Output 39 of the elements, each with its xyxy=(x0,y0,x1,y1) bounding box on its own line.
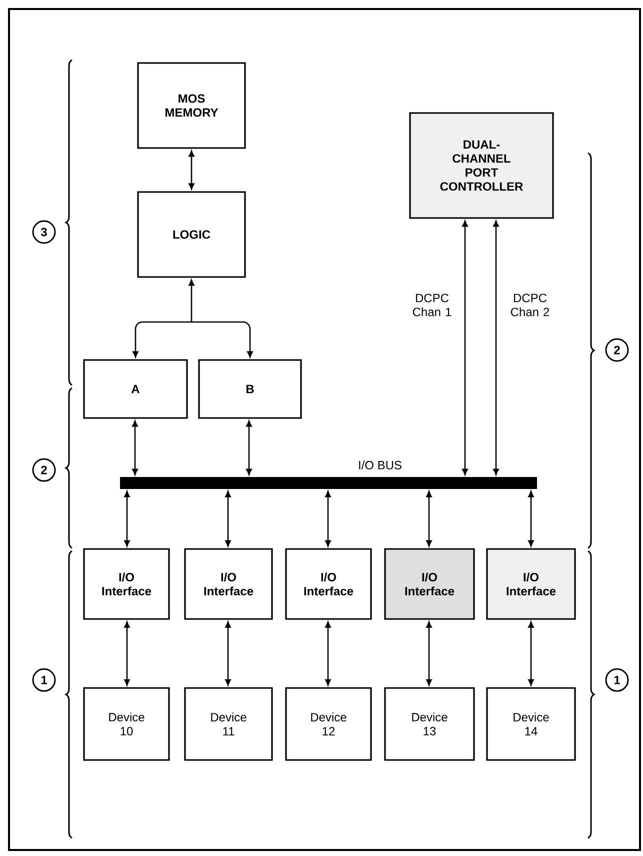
process-box: DUAL-CHANNEL PORT CONTROLLER xyxy=(409,112,554,219)
process-box: Device 11 xyxy=(184,687,273,761)
arrow xyxy=(325,621,331,686)
callout-number: 1 xyxy=(605,668,629,692)
process-box: I/O Interface xyxy=(384,548,475,620)
callout-number: 1 xyxy=(32,668,56,692)
process-box: B xyxy=(198,359,302,419)
callout-number: 2 xyxy=(605,338,629,362)
arrow xyxy=(225,621,231,686)
arrow xyxy=(124,621,130,686)
process-box: I/O Interface xyxy=(83,548,170,620)
process-box: LOGIC xyxy=(137,191,246,278)
arrow xyxy=(528,490,534,547)
arrow xyxy=(132,420,138,476)
callout-number: 2 xyxy=(32,458,56,482)
arrow xyxy=(132,279,253,358)
arrow xyxy=(225,490,231,547)
edge-label: DCPC Chan 2 xyxy=(510,294,550,316)
process-box: MOS MEMORY xyxy=(137,62,246,149)
process-box: Device 14 xyxy=(486,687,576,761)
arrow xyxy=(188,150,194,190)
process-box: A xyxy=(83,359,188,419)
process-box: Device 12 xyxy=(285,687,372,761)
edge-label: DCPC Chan 1 xyxy=(412,294,452,316)
arrow xyxy=(426,490,432,547)
arrow xyxy=(246,420,252,476)
arrow xyxy=(325,490,331,547)
arrow xyxy=(124,490,130,547)
process-box: I/O Interface xyxy=(184,548,273,620)
process-box: I/O Interface xyxy=(285,548,372,620)
arrow xyxy=(528,621,534,686)
arrow xyxy=(462,220,468,476)
process-box: Device 13 xyxy=(384,687,475,761)
process-box: I/O Interface xyxy=(486,548,576,620)
process-box: Device 10 xyxy=(83,687,170,761)
arrow xyxy=(493,220,499,476)
arrow xyxy=(426,621,432,686)
bus-label: I/O BUS xyxy=(359,460,402,470)
callout-number: 3 xyxy=(32,220,56,244)
